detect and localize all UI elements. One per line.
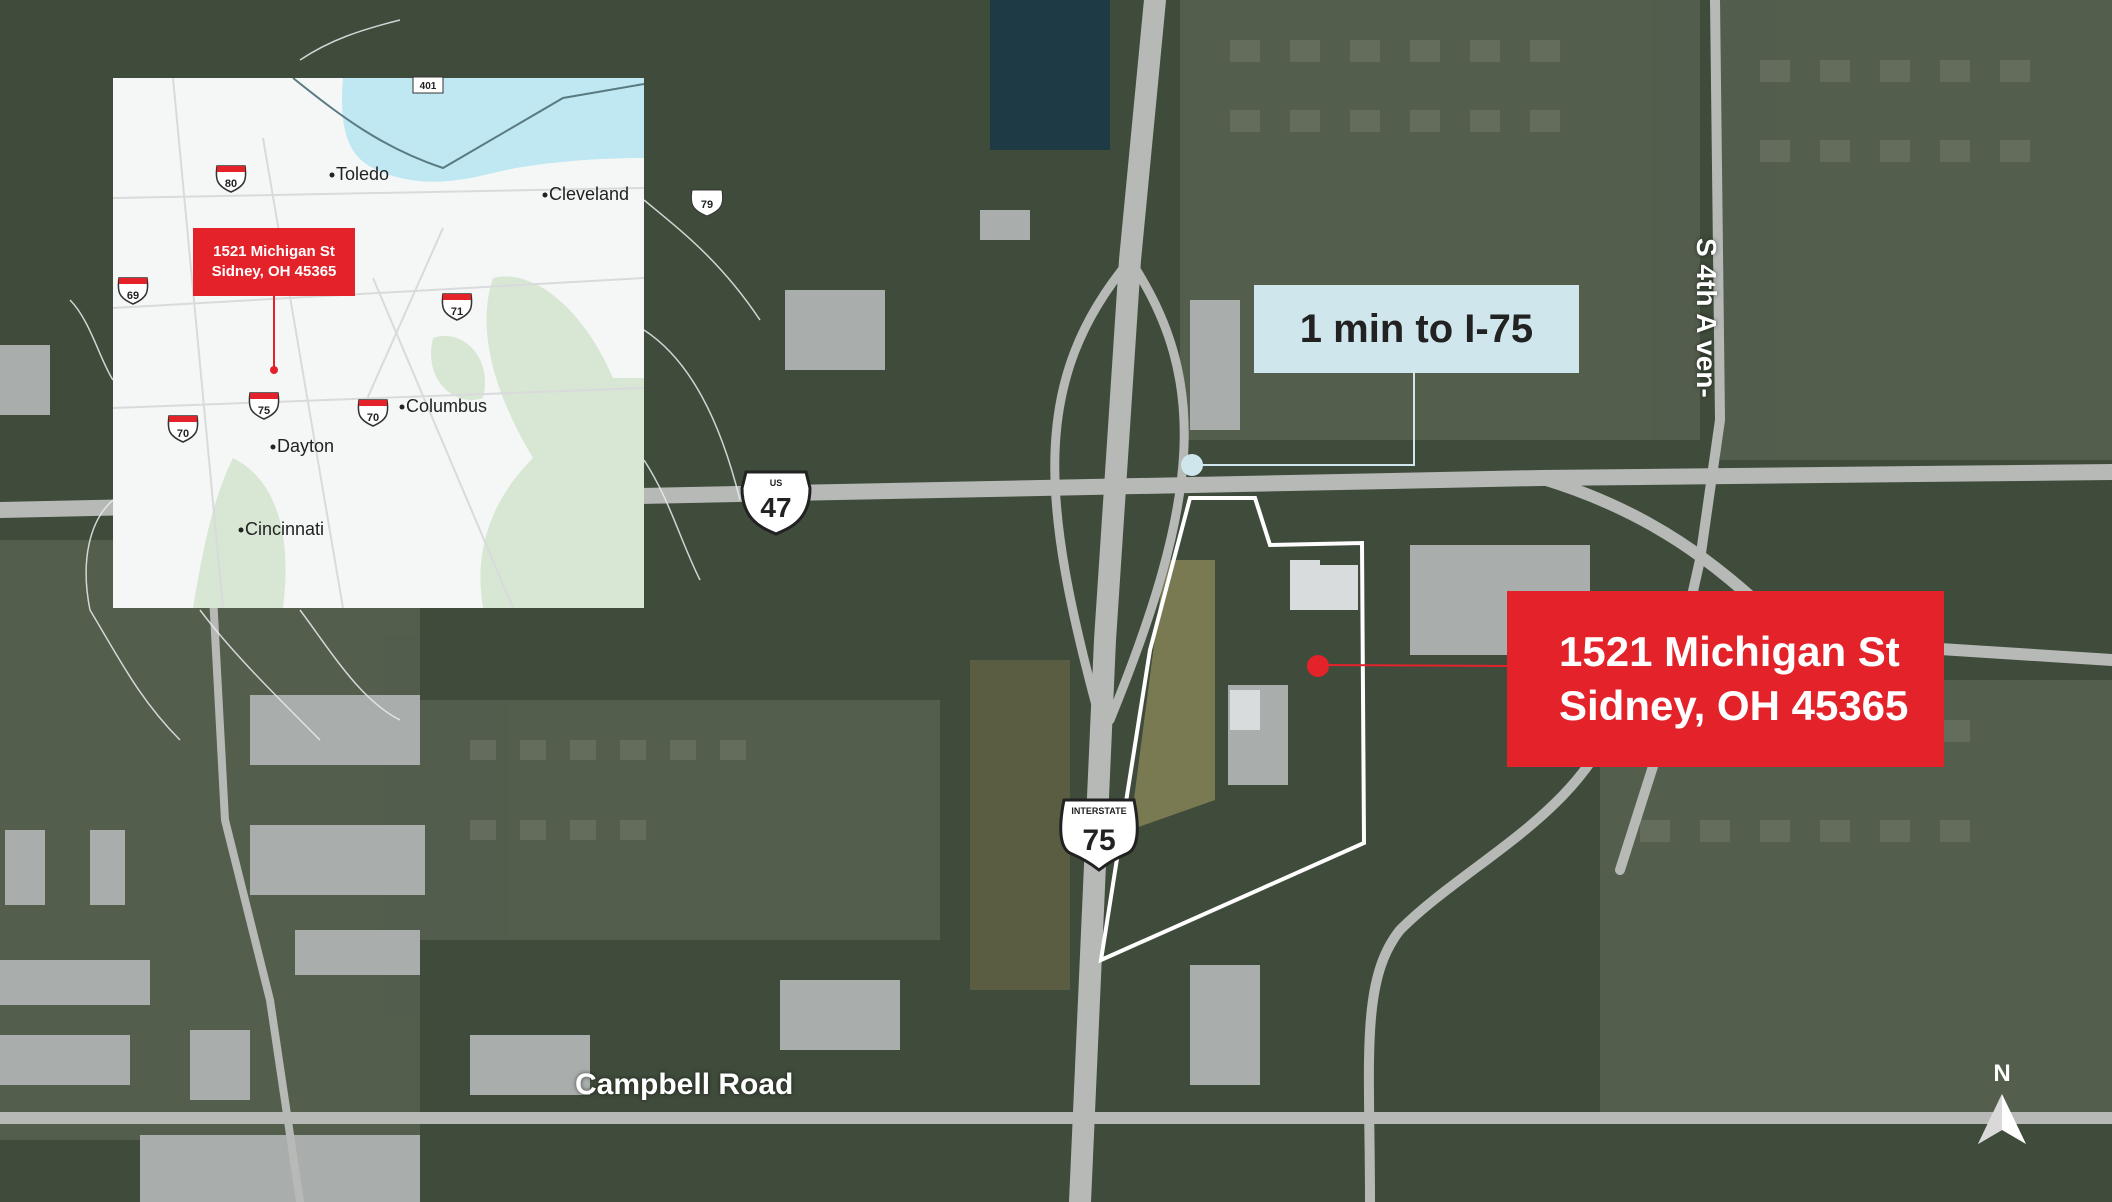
north-arrow-icon	[1978, 1094, 2026, 1144]
inset-shield-80: 80	[225, 178, 237, 190]
parcel-outline	[1098, 496, 1367, 964]
interstate-time-callout: 1 min to I-75	[1254, 285, 1579, 373]
interstate-75-shield-number: 75	[1082, 824, 1115, 857]
s-4th-ave-label: S 4th A ven-	[1691, 238, 1722, 398]
campbell-road-label: Campbell Road	[575, 1068, 794, 1101]
us-47-shield-number: 47	[760, 492, 791, 523]
city-columbus: Columbus	[406, 396, 488, 416]
address-line-1: 1521 Michigan St	[1559, 628, 1900, 675]
inset-shield-70-west: 70	[177, 428, 189, 440]
address-line-2: Sidney, OH 45365	[1559, 682, 1909, 729]
interchange-marker[interactable]	[1181, 454, 1203, 476]
north-arrow: N	[1972, 1060, 2032, 1150]
inset-location-marker	[270, 366, 278, 374]
inset-map-graphics: 80 69 71 75 70 70	[113, 78, 644, 608]
interstate-time-text: 1 min to I-75	[1299, 306, 1534, 351]
inset-address-line-2: Sidney, OH 45365	[211, 263, 337, 280]
north-label: N	[1993, 1060, 2011, 1087]
city-cleveland: Cleveland	[549, 184, 630, 204]
city-cincinnati: Cincinnati	[245, 519, 325, 539]
city-dayton: Dayton	[277, 436, 335, 456]
inset-shield-69: 69	[127, 290, 139, 302]
address-leader-line	[1317, 664, 1508, 667]
interstate-75-shield: INTERSTATE 75	[1059, 798, 1139, 872]
inset-address-line-1: 1521 Michigan St	[213, 243, 335, 260]
interstate-leader-line	[1192, 373, 1415, 466]
interstate-75-shield-top: INTERSTATE	[1071, 806, 1126, 816]
inset-shield-75: 75	[258, 405, 270, 417]
ohio-inset-map[interactable]: 80 69 71 75 70 70 1521 Michigan St Sidne…	[113, 78, 644, 608]
inset-address-label: 1521 Michigan St Sidney, OH 45365	[193, 228, 355, 296]
inset-shield-71: 71	[451, 306, 463, 318]
us-47-shield-top: US	[770, 478, 783, 488]
address-callout: 1521 Michigan St Sidney, OH 45365	[1507, 591, 1944, 767]
inset-interstate-shields: 80 69 71 75 70 70	[117, 165, 473, 443]
us-47-shield: US 47	[740, 470, 812, 536]
inset-shield-70-east: 70	[367, 412, 379, 424]
location-marker[interactable]	[1307, 655, 1329, 677]
city-toledo: Toledo	[336, 164, 390, 184]
